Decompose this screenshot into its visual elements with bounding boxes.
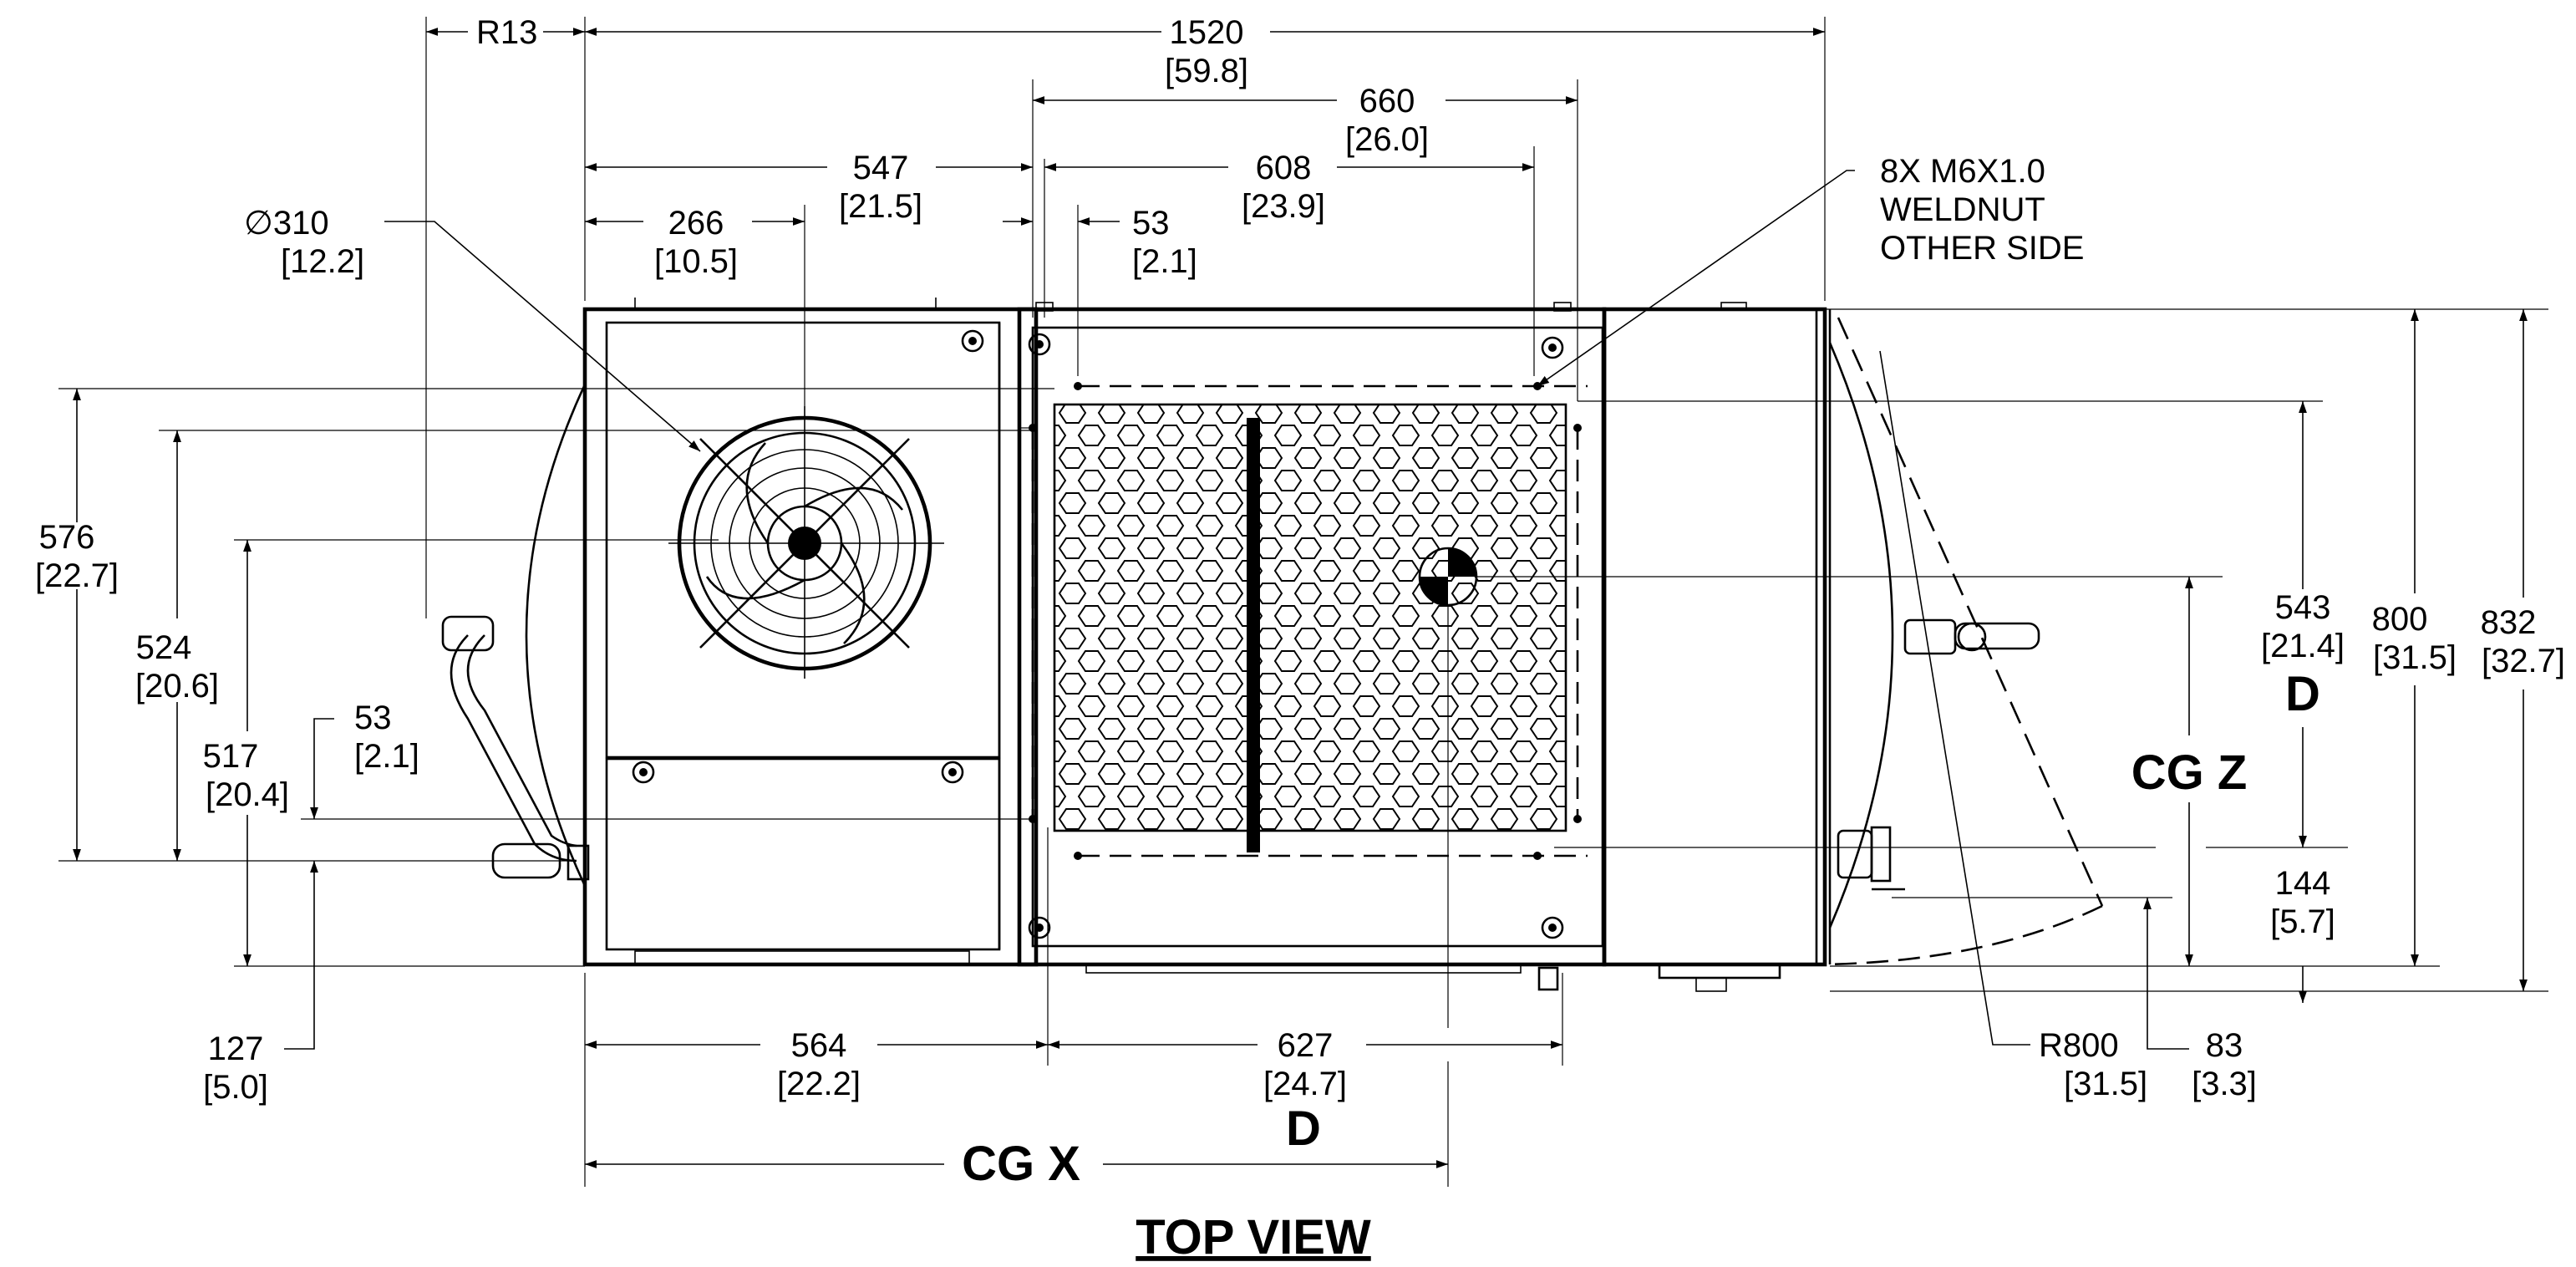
label-cg-x: CG X xyxy=(962,1137,1080,1191)
unit-outline xyxy=(525,298,1894,992)
weldnut-callout-line-3: OTHER SIDE xyxy=(1880,230,2084,267)
dim-53-left-mm: 53 xyxy=(354,700,392,736)
dim-r13: R13 xyxy=(476,14,537,51)
dim-660-mm: 660 xyxy=(1359,83,1415,120)
dim-1520-mm: 1520 xyxy=(1170,14,1244,51)
dim-524-mm: 524 xyxy=(136,629,192,666)
dim-524-in: [20.6] xyxy=(135,668,219,705)
dim-576-in: [22.7] xyxy=(35,557,119,594)
dim-127-mm: 127 xyxy=(208,1030,264,1067)
weldnut-callout-line-2: WELDNUT xyxy=(1880,191,2045,228)
center-of-gravity-symbol xyxy=(1418,547,1478,607)
dim-517-mm: 517 xyxy=(203,738,259,775)
dim-564-mm: 564 xyxy=(791,1027,847,1064)
dim-diameter-310-mm: ∅310 xyxy=(244,205,329,242)
condenser-fan xyxy=(668,406,944,679)
dim-1520-in: [59.8] xyxy=(1165,53,1248,89)
dim-660-in: [26.0] xyxy=(1345,121,1429,158)
dimension-text: R13 1520 [59.8] 660 [26.0] 547 [21.5] 60… xyxy=(35,14,2565,1264)
service-valves xyxy=(1837,618,2040,891)
refrigerant-hose xyxy=(441,615,590,881)
dim-517-in: [20.4] xyxy=(206,776,289,813)
dim-144-in: [5.7] xyxy=(2270,903,2335,940)
door-swing xyxy=(1824,317,2104,966)
dim-53-left-in: [2.1] xyxy=(354,738,419,775)
dim-608-in: [23.9] xyxy=(1242,188,1325,225)
dim-r800-mm: R800 xyxy=(2039,1027,2119,1064)
dim-83-mm: 83 xyxy=(2206,1027,2243,1064)
dim-127-in: [5.0] xyxy=(203,1069,268,1106)
dim-266-in: [10.5] xyxy=(654,243,738,280)
dim-800-mm: 800 xyxy=(2372,601,2428,638)
dim-266-mm: 266 xyxy=(668,205,724,242)
dim-543-mm: 543 xyxy=(2275,589,2331,626)
weldnut-callout-line-1: 8X M6X1.0 xyxy=(1880,153,2045,190)
dim-800-in: [31.5] xyxy=(2373,639,2457,676)
dim-832-mm: 832 xyxy=(2481,604,2537,641)
dim-832-in: [32.7] xyxy=(2482,643,2565,679)
dim-r800-in: [31.5] xyxy=(2064,1066,2147,1102)
label-d-right: D xyxy=(2285,667,2320,721)
dim-627-in: [24.7] xyxy=(1263,1066,1347,1102)
dim-576-mm: 576 xyxy=(39,519,95,556)
dim-547-in: [21.5] xyxy=(839,188,922,225)
dim-83-in: [3.3] xyxy=(2192,1066,2257,1102)
dim-627-mm: 627 xyxy=(1278,1027,1334,1064)
dim-53-top-mm: 53 xyxy=(1132,205,1170,242)
dim-diameter-310-in: [12.2] xyxy=(281,243,364,280)
dim-564-in: [22.2] xyxy=(777,1066,861,1102)
label-cg-z: CG Z xyxy=(2131,745,2248,800)
dim-608-mm: 608 xyxy=(1256,150,1312,186)
dim-53-top-in: [2.1] xyxy=(1132,243,1197,280)
dimension-lines xyxy=(73,28,2528,1168)
dim-543-in: [21.4] xyxy=(2261,628,2345,664)
evaporator-grille xyxy=(1029,382,1588,860)
view-title: TOP VIEW xyxy=(1136,1210,1371,1264)
bolt-heads xyxy=(632,329,1564,939)
label-d-bottom: D xyxy=(1286,1102,1321,1156)
dim-547-mm: 547 xyxy=(853,150,909,186)
dim-144-mm: 144 xyxy=(2275,865,2331,902)
